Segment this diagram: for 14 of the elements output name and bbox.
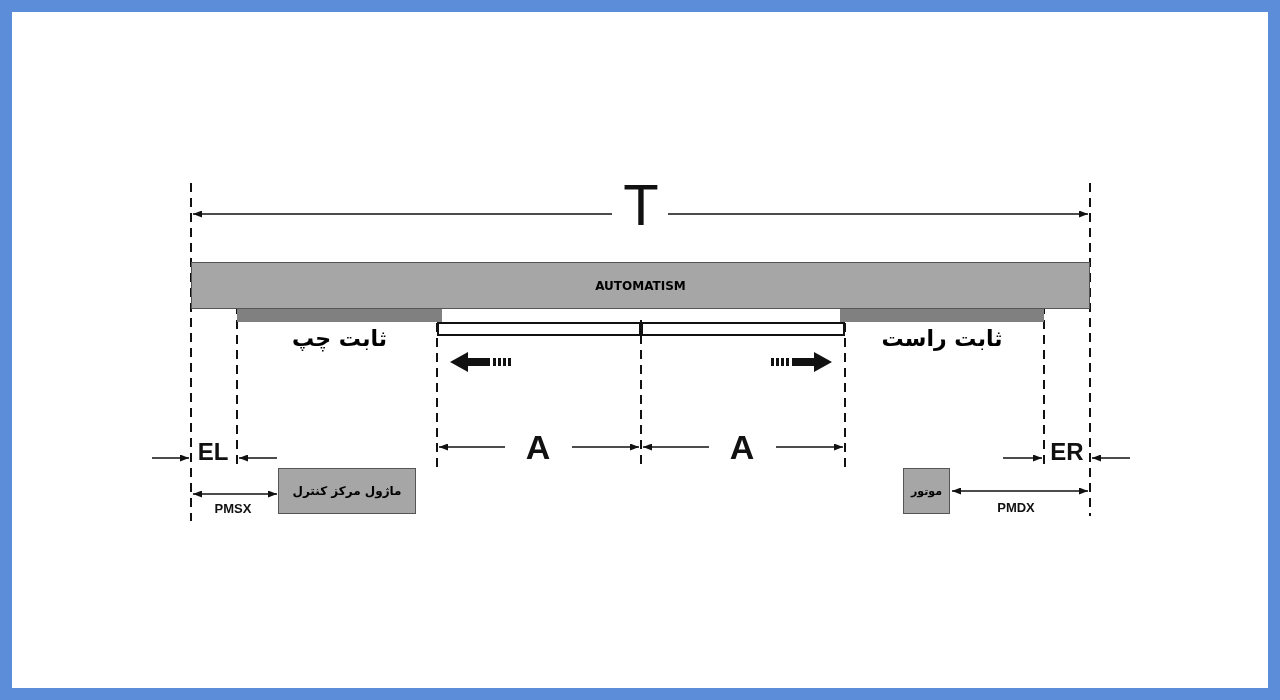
dimension-label: PMSX — [214, 501, 252, 515]
door-leaf — [437, 322, 641, 336]
dimension-label: PMDX — [997, 500, 1035, 514]
dimension-label: T — [623, 176, 659, 234]
panel-label: ثابت راست — [880, 326, 1004, 351]
dimension-label: A — [729, 430, 755, 464]
control-module-box: ماژول مرکز کنترل — [278, 468, 416, 514]
panel-label: ثابت چپ — [291, 326, 388, 351]
motor-box: موتور — [903, 468, 950, 514]
header-bar: AUTOMATISM — [191, 262, 1090, 309]
dimension-label: ER — [1050, 440, 1084, 464]
dimension-label: EL — [197, 440, 229, 464]
door-leaf — [641, 322, 845, 336]
dimension-label: A — [525, 430, 551, 464]
